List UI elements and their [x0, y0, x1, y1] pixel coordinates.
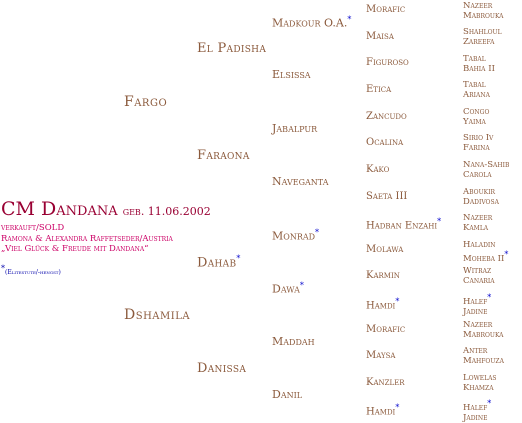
- elite-star: *: [395, 297, 400, 306]
- sire-name: Fargo: [124, 94, 168, 110]
- gen5-pair: Halef*Jadine: [463, 399, 491, 423]
- gen5-dam: Dadivosa: [463, 197, 499, 207]
- gen5-dam: Carola: [463, 170, 492, 180]
- gen4-ancestor: Hamdi*: [366, 403, 400, 418]
- elite-star: *: [437, 217, 442, 226]
- gen4-ancestor: Saeta III: [366, 191, 408, 202]
- gen3-ancestor: Elsissa: [272, 68, 311, 81]
- gen5-sire: Nana-Sahib: [463, 160, 510, 170]
- gen4-ancestor: Hamdi*: [366, 297, 400, 312]
- gen4-ancestor: Etica: [366, 84, 392, 95]
- gen4-ancestor: Ocalina: [366, 137, 404, 148]
- gen5-dam: Zareefa: [463, 37, 495, 47]
- gen4-ancestor: Maisa: [366, 31, 394, 42]
- elite-star: *: [1, 264, 5, 273]
- gen3-ancestor: Maddah: [272, 335, 315, 348]
- gen5-sire: Congo: [463, 107, 490, 117]
- elite-star: *: [487, 399, 492, 408]
- gen4-ancestor: Zancudo: [366, 111, 407, 122]
- gen4-ancestor: Molawa: [366, 244, 404, 255]
- gen5-dam: Kamla: [463, 223, 489, 233]
- sale-status: verkauft/SOLD: [1, 223, 65, 233]
- gen2-ancestor: Faraona: [197, 148, 250, 163]
- gen5-sire: Tabal: [463, 80, 486, 90]
- horse-name: CM Dandana: [1, 198, 118, 220]
- gen4-ancestor: Morafic: [366, 324, 406, 335]
- gen5-dam: Moheba II*: [463, 250, 509, 264]
- gen2-ancestor: El Padisha: [197, 41, 267, 56]
- gen4-ancestor: Kanzler: [366, 377, 405, 388]
- gen3-ancestor: Danil: [272, 388, 303, 401]
- gen4-ancestor: Maysa: [366, 350, 396, 361]
- gen2-ancestor: Dahab*: [197, 254, 241, 271]
- gen5-dam: Bahia II: [463, 64, 495, 74]
- gen5-sire: Witraz: [463, 266, 492, 276]
- elite-star: *: [504, 250, 509, 259]
- gen5-dam: Canaria: [463, 276, 495, 286]
- gen5-sire: Haladin: [463, 240, 496, 250]
- gen4-ancestor: Hadban Enzahi*: [366, 217, 442, 232]
- gen5-dam: Farina: [463, 143, 490, 153]
- gen5-sire: Tabal: [463, 54, 486, 64]
- gen5-sire: Aboukir: [463, 187, 496, 197]
- elite-star: *: [236, 254, 241, 263]
- elite-star: *: [395, 403, 400, 412]
- elite-star: *: [347, 15, 352, 24]
- gen5-dam: Mabrouka: [463, 11, 504, 21]
- gen5-dam: Jadine: [463, 306, 488, 317]
- gen3-ancestor: Naveganta: [272, 175, 329, 188]
- gen5-dam: Ariana: [463, 90, 490, 100]
- gen5-sire: Anter: [463, 346, 488, 356]
- owners-line: Ramona & Alexandra Raffetseder/Austria: [1, 234, 173, 244]
- gen3-ancestor: Dawa*: [272, 281, 304, 296]
- elite-star: *: [315, 228, 320, 237]
- gen5-dam: Khamza: [463, 383, 494, 393]
- motto-line: „Viel Glück & Freude mit Dandana“: [1, 244, 149, 254]
- gen3-ancestor: Jabalpur: [272, 122, 318, 135]
- gen4-ancestor: Figuroso: [366, 57, 409, 68]
- gen2-ancestor: Danissa: [197, 361, 247, 376]
- horse-title: CM Dandana geb. 11.06.2002: [1, 198, 211, 220]
- elite-note: *(Elitestute/-hengst): [1, 264, 61, 276]
- gen5-pair: Halef*Jadine: [463, 293, 491, 317]
- gen3-ancestor: Madkour O.A.*: [272, 15, 352, 30]
- dam-name: Dshamila: [124, 307, 191, 323]
- gen5-sire: Sirio Iv: [463, 133, 494, 143]
- gen5-dam: Yaima: [463, 117, 486, 127]
- gen5-sire: Nazeer: [463, 320, 493, 330]
- gen5-dam: Mabrouka: [463, 330, 504, 340]
- gen5-sire: Halef*: [463, 399, 492, 413]
- gen4-ancestor: Morafic: [366, 4, 406, 15]
- gen4-ancestor: Karmin: [366, 270, 400, 281]
- birth-date: geb. 11.06.2002: [122, 205, 211, 218]
- gen5-sire: Halef*: [463, 293, 492, 307]
- elite-star: *: [299, 281, 304, 290]
- elite-star: *: [487, 293, 492, 302]
- gen3-ancestor: Monrad*: [272, 228, 320, 243]
- gen4-ancestor: Kako: [366, 164, 390, 175]
- gen5-dam: Mahfouza: [463, 356, 504, 366]
- gen5-sire: Shahloul: [463, 27, 502, 37]
- gen5-dam: Jadine: [463, 412, 488, 423]
- gen5-sire: Lowelas: [463, 373, 497, 383]
- gen5-sire: Nazeer: [463, 213, 493, 223]
- gen5-sire: Nazeer: [463, 1, 493, 11]
- elite-note-text: (Elitestute/-hengst): [5, 269, 61, 276]
